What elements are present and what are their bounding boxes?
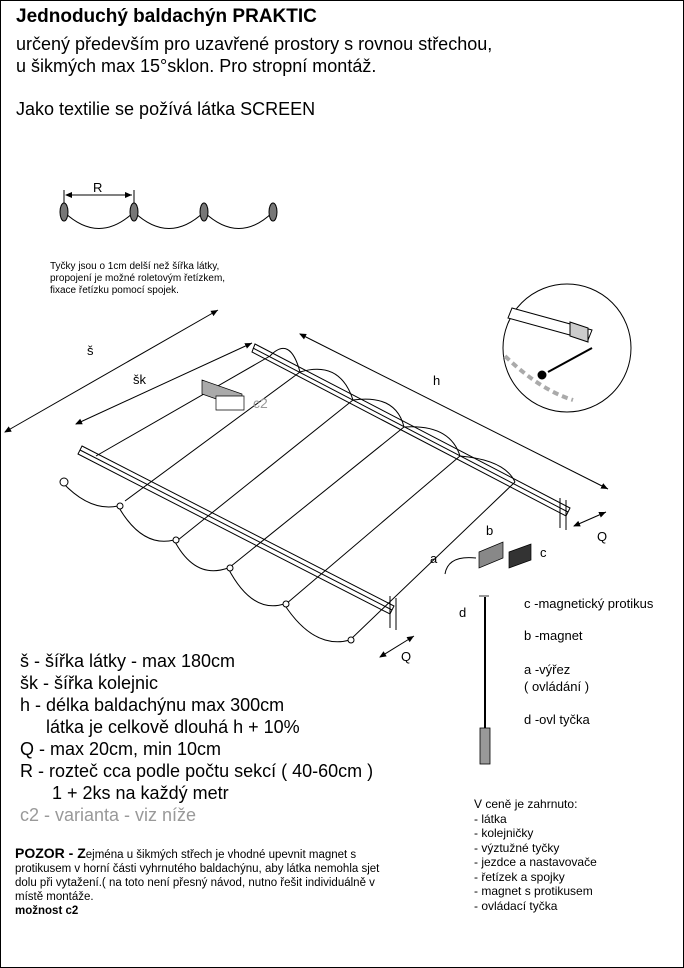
detail-circle	[502, 283, 632, 413]
control-rod-d-icon	[479, 595, 491, 765]
pitch-sketch	[59, 190, 278, 229]
b-label: b	[486, 523, 493, 538]
component-legend-a: a -výřez	[524, 662, 571, 677]
price-item: - látka	[474, 811, 507, 826]
price-item: - výztužné tyčky	[474, 840, 560, 855]
price-item: - ovládací tyčka	[474, 898, 558, 913]
subtitle-line-2: u šikmých max 15°sklon. Pro stropní mont…	[16, 56, 377, 76]
r-label: R	[93, 180, 102, 195]
c-label: c	[540, 545, 547, 560]
price-includes-heading: V ceně je zahrnuto:	[474, 797, 578, 811]
price-item: - kolejničky	[474, 826, 534, 840]
diagram-note: Tyčky jsou o 1cm delší než šířka látky, …	[50, 261, 290, 297]
price-includes: V ceně je zahrnuto: - látka - kolejničky…	[474, 797, 597, 913]
canopy-structure	[59, 343, 571, 644]
h-label: h	[433, 373, 440, 388]
warning-option: možnost c2	[15, 905, 79, 917]
component-legend-c: c -magnetický protikus	[524, 596, 654, 611]
component-legend-d: d -ovl tyčka	[524, 712, 590, 727]
subtitle-line-1: určený především pro uzavřené prostory s…	[16, 34, 493, 54]
dimension-legend: š - šířka látky - max 180cm šk - šířka k…	[20, 650, 373, 826]
warning-body: ejména u šikmých střech je vhodné upevni…	[15, 849, 380, 903]
q-label-bottom: Q	[401, 649, 411, 664]
price-item: - řetízek a spojky	[474, 869, 565, 884]
magnetic-counterpart-c-icon	[508, 543, 532, 569]
d-label: d	[459, 605, 466, 620]
legend-item: h - délka baldachýnu max 300cm	[20, 695, 285, 715]
legend-item: c2 - varianta - viz níže	[20, 805, 197, 825]
magnet-c2-icon	[201, 379, 245, 411]
warning-note: POZOR - Zejména u šikmých střech je vhod…	[15, 846, 385, 918]
legend-item: R - rozteč cca podle počtu sekcí ( 40-60…	[20, 761, 374, 781]
a-label: a	[430, 551, 438, 566]
price-item: - magnet s protikusem	[474, 884, 593, 898]
warning-heading: POZOR - Z	[15, 845, 86, 861]
c2-label: c2	[253, 395, 268, 411]
price-item: - jezdce a nastavovače	[474, 855, 597, 869]
textile-line: Jako textilie se požívá látka SCREEN	[16, 99, 316, 119]
q-label-top: Q	[597, 529, 607, 544]
magnet-b-icon	[478, 541, 504, 569]
diagram-note-line: propojení je možné roletovým řetízkem,	[50, 273, 226, 284]
diagram-note-line: Tyčky jsou o 1cm delší než šířka látky,	[50, 261, 220, 272]
legend-item: šk - šířka kolejnic	[20, 673, 159, 693]
sk-label: šk	[133, 372, 147, 387]
legend-item: 1 + 2ks na každý metr	[52, 783, 229, 803]
component-legend-b: b -magnet	[524, 628, 583, 643]
legend-item: látka je celkově dlouhá h + 10%	[46, 717, 300, 737]
component-legend-a-sub: ( ovládání )	[524, 679, 590, 694]
legend-item: š - šířka látky - max 180cm	[20, 651, 236, 671]
diagram-note-line: fixace řetízku pomocí spojek.	[50, 285, 179, 296]
dimension-lines	[4, 309, 609, 658]
legend-item: Q - max 20cm, min 10cm	[20, 739, 222, 759]
s-label: š	[87, 343, 94, 358]
page-title: Jednoduchý baldachýn PRAKTIC	[16, 6, 317, 27]
